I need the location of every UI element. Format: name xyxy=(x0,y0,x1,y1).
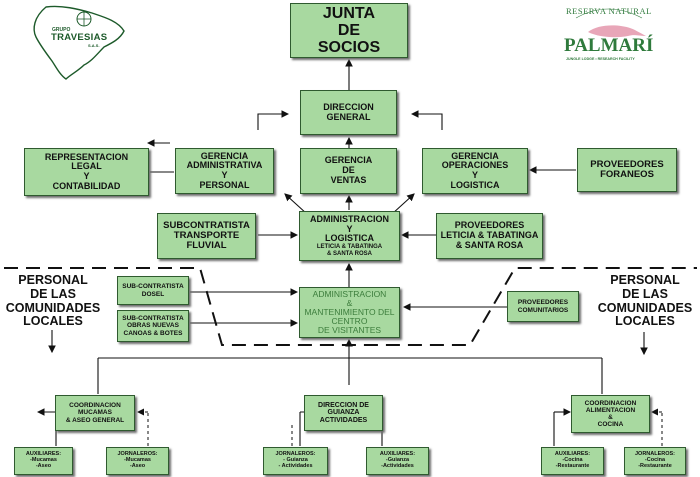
administracion-logistica-box: ADMINISTRACION Y LOGISTICA LETICIA & TAB… xyxy=(299,211,400,261)
logo-tagline: JUNGLE LODGE • RESEARCH FACILITY xyxy=(566,57,635,61)
logo-grupo-travesias: GRUPO TRAVESIAS S.A.S. xyxy=(26,3,128,81)
auxiliares-cocina-box: AUXILIARES: -Cocina -Restaurante xyxy=(541,447,604,475)
representacion-legal-box: REPRESENTACION LEGAL Y CONTABILIDAD xyxy=(24,148,149,196)
direccion-guianza-box: DIRECCION DE GUIANZA ACTIVIDADES xyxy=(304,395,383,431)
jornaleros-mucamas-box: JORNALEROS: -Mucamas -Aseo xyxy=(106,447,169,475)
dolphin-icon xyxy=(575,8,646,38)
logo-prefix: GRUPO xyxy=(52,27,71,33)
logo-palmari-name: PALMARÍ xyxy=(564,35,654,56)
personal-comunidades-right: PERSONAL DE LAS COMUNIDADES LOCALES xyxy=(597,273,693,329)
auxiliares-guianza-box: AUXILIARES: -Guianza -Actividades xyxy=(366,447,429,475)
south-america-map-icon xyxy=(33,5,125,80)
gerencia-administrativa-box: GERENCIA ADMINISTRATIVA Y PERSONAL xyxy=(175,148,274,194)
sub-contratista-obras-box: SUB-CONTRATISTA OBRAS NUEVAS CANOAS & BO… xyxy=(117,310,189,342)
jornaleros-cocina-box: JORNALEROS: -Cocina -Restaurante xyxy=(624,447,686,475)
proveedores-foraneos-box: PROVEEDORES FORANEOS xyxy=(577,148,677,192)
coordinacion-alimentacion-box: COORDINACION ALIMENTACION & COCINA xyxy=(571,395,650,433)
coordinacion-mucamas-box: COORDINACION MUCAMAS & ASEO GENERAL xyxy=(55,395,135,431)
personal-comunidades-left: PERSONAL DE LAS COMUNIDADES LOCALES xyxy=(5,273,101,329)
junta-de-socios-box: JUNTA DE SOCIOS xyxy=(290,3,408,58)
administracion-logistica-title: ADMINISTRACION Y LOGISTICA xyxy=(310,213,389,244)
logo-top-text: RESERVA NATURAL xyxy=(566,6,652,16)
logo-name: TRAVESIAS xyxy=(51,32,108,43)
direccion-general-box: DIRECCION GENERAL xyxy=(300,90,397,135)
jornaleros-guianza-box: JORNALEROS: - Guianza - Actividades xyxy=(263,447,328,475)
subcontratista-transporte-box: SUBCONTRATISTA TRANSPORTE FLUVIAL xyxy=(157,213,256,259)
gerencia-ventas-box: GERENCIA DE VENTAS xyxy=(300,148,397,194)
logo-suffix: S.A.S. xyxy=(88,43,100,48)
logo-palmari: RESERVA NATURAL PALMARÍ JUNGLE LODGE • R… xyxy=(556,2,660,66)
auxiliares-mucamas-box: AUXILIARES: -Mucamas -Aseo xyxy=(14,447,73,475)
proveedores-leticia-box: PROVEEDORES LETICIA & TABATINGA & SANTA … xyxy=(436,213,543,259)
administracion-logistica-subtitle: LETICIA & TABATINGA & SANTA ROSA xyxy=(316,244,383,257)
administracion-mantenimiento-box: ADMINISTRACION & MANTENIMIENTO DEL CENTR… xyxy=(299,287,400,338)
sub-contratista-dosel-box: SUB-CONTRATISTA DOSEL xyxy=(117,276,189,305)
gerencia-operaciones-box: GERENCIA OPERACIONES Y LOGISTICA xyxy=(422,148,528,194)
proveedores-comunitarios-box: PROVEEDORES COMUNITARIOS xyxy=(507,291,579,322)
